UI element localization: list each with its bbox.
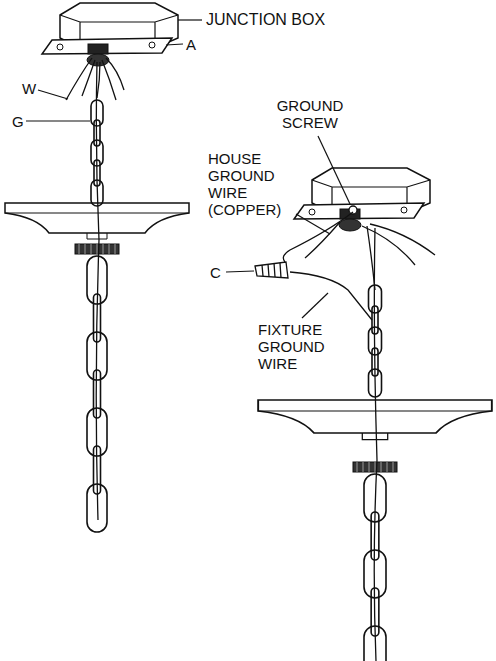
callout-letter: A	[186, 36, 196, 53]
chain-link	[364, 626, 386, 661]
chain-link	[372, 348, 378, 376]
callout-letter: C	[210, 264, 221, 281]
chain-link	[91, 140, 103, 166]
callout-letter: W	[22, 80, 36, 97]
chain-link	[364, 550, 386, 598]
chain-link	[87, 408, 107, 456]
part-label: JUNCTION BOX	[206, 11, 325, 28]
chain-link	[369, 369, 382, 397]
chain-link	[87, 484, 107, 532]
chain-link	[369, 285, 382, 313]
chain-link	[94, 120, 100, 146]
chain-link	[94, 370, 101, 418]
chain-link	[87, 256, 107, 304]
chain-link	[371, 588, 379, 636]
chain-link	[371, 512, 379, 560]
callout-letter: G	[12, 113, 24, 130]
chain-link	[94, 160, 100, 186]
chain-link	[94, 446, 101, 494]
part-label: FIXTURE GROUND WIRE	[258, 321, 340, 372]
chain-link	[369, 327, 382, 355]
chain-link	[364, 474, 386, 522]
part-label: HOUSE GROUND WIRE (COPPER)	[208, 150, 290, 218]
chain-link	[87, 332, 107, 380]
chain-link	[91, 180, 103, 206]
part-label: GROUND SCREW	[268, 97, 352, 131]
chain-link	[91, 100, 103, 126]
chain-link	[372, 306, 378, 334]
chain-link	[94, 294, 101, 342]
